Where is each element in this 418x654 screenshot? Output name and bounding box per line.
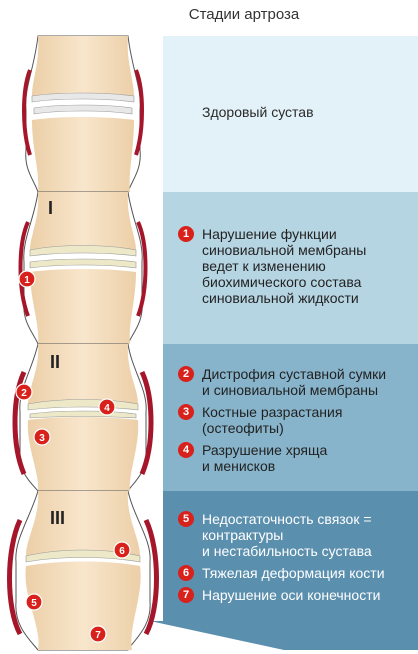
svg-text:4: 4 (104, 403, 110, 414)
stage-1-list: 1 Нарушение функции синовиальной мембран… (178, 226, 414, 312)
list-item: 2 Дистрофия суставной сумки и синовиальн… (178, 366, 414, 398)
marker-5: 5 (26, 594, 42, 610)
marker-6: 6 (114, 542, 130, 558)
list-item: 4 Разрушение хряща и менисков (178, 442, 414, 474)
svg-text:5: 5 (31, 598, 37, 609)
stage-roman-numeral: II (50, 352, 60, 372)
list-item-text: Костные разрастания (остеофиты) (202, 404, 342, 436)
stage-2-list: 2 Дистрофия суставной сумки и синовиальн… (178, 366, 414, 480)
joint-stage-1: I 1 (19, 192, 146, 344)
marker-badge: 2 (178, 366, 194, 382)
marker-4: 4 (99, 399, 115, 415)
list-item-text: Тяжелая деформация кости (202, 565, 385, 581)
list-item-text: Нарушение функции синовиальной мембраны … (202, 226, 366, 306)
svg-text:1: 1 (24, 275, 30, 286)
marker-badge: 5 (178, 511, 194, 527)
marker-3: 3 (34, 429, 50, 445)
joint-stage-3: III 5 6 7 (10, 491, 157, 650)
marker-7: 7 (90, 626, 106, 642)
marker-2: 2 (16, 384, 32, 400)
marker-badge: 6 (178, 565, 194, 581)
stage-3-list: 5 Недостаточность связок = контрактуры и… (178, 511, 414, 609)
list-item: 5 Недостаточность связок = контрактуры и… (178, 511, 414, 559)
svg-text:6: 6 (119, 546, 125, 557)
stage-roman-numeral: I (48, 198, 53, 218)
stage-roman-numeral: III (50, 508, 65, 528)
list-item: 3 Костные разрастания (остеофиты) (178, 404, 414, 436)
marker-1: 1 (19, 271, 35, 287)
svg-text:3: 3 (39, 433, 45, 444)
marker-badge: 1 (178, 226, 194, 242)
marker-badge: 7 (178, 587, 194, 603)
healthy-caption: Здоровый сустав (202, 104, 314, 120)
marker-badge: 4 (178, 442, 194, 458)
marker-badge: 3 (178, 404, 194, 420)
list-item: 1 Нарушение функции синовиальной мембран… (178, 226, 414, 306)
svg-text:7: 7 (95, 630, 101, 641)
joint-healthy (24, 36, 142, 192)
list-item-text: Нарушение оси конечности (202, 587, 380, 603)
list-item: 7 Нарушение оси конечности (178, 587, 414, 603)
list-item-text: Дистрофия суставной сумки и синовиальной… (202, 366, 386, 398)
svg-text:2: 2 (21, 388, 27, 399)
list-item-text: Недостаточность связок = контрактуры и н… (202, 511, 372, 559)
list-item-text: Разрушение хряща и менисков (202, 442, 327, 474)
list-item: 6 Тяжелая деформация кости (178, 565, 414, 581)
joint-illustrations: I 1 II 2 3 4 II (0, 0, 170, 654)
joint-stage-2: II 2 3 4 (15, 344, 151, 491)
